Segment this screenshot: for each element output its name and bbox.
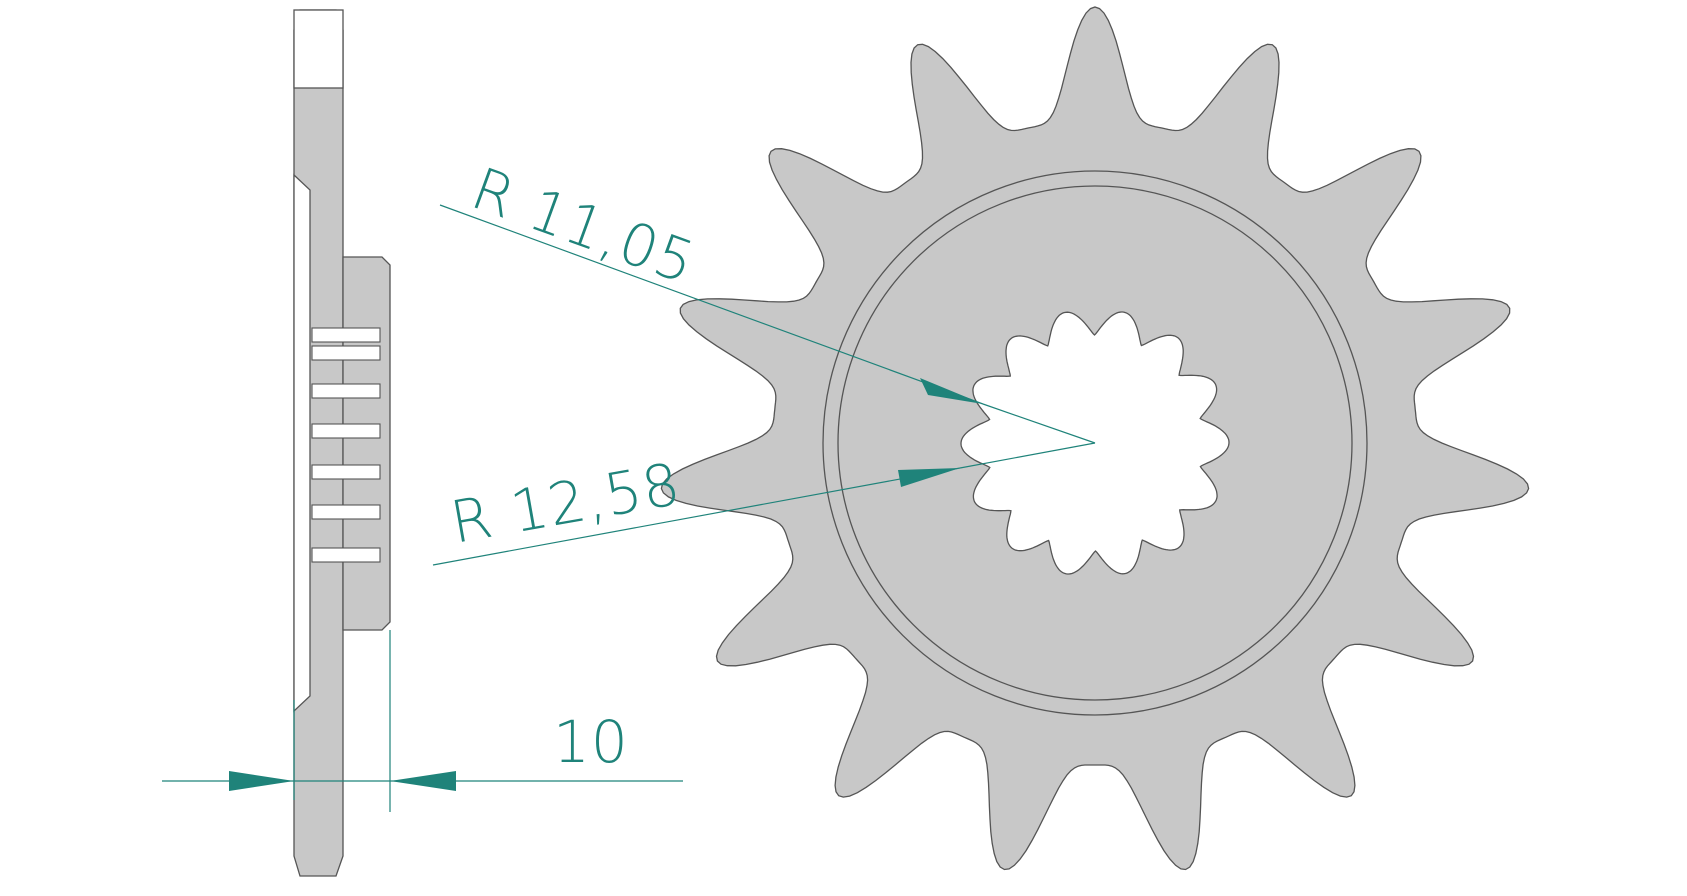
arrow-r1105	[920, 378, 983, 404]
pitch-circle-outer	[822, 170, 1368, 716]
spline-slot	[311, 423, 381, 439]
leader-r1258-center	[959, 442, 1096, 469]
spline-slot	[311, 383, 381, 399]
dim-label-thickness: 10	[553, 708, 629, 776]
leader-r1105	[439, 204, 984, 405]
arrow-thickness-right	[390, 771, 456, 791]
side-view-tooth-tip	[293, 9, 344, 89]
sprocket-body	[660, 6, 1530, 871]
spline-slot	[311, 547, 381, 563]
spline-slot	[311, 345, 381, 361]
spline-slot	[311, 327, 381, 343]
sprocket-front-view	[660, 6, 1530, 871]
pitch-circle-inner	[837, 185, 1353, 701]
side-view-hub	[342, 256, 391, 631]
dim-label-r1105: R 11,05	[463, 154, 704, 297]
spline-slot	[311, 464, 381, 480]
leader-r1105-center	[982, 403, 1096, 444]
leader-r1258	[432, 467, 961, 566]
side-view-recess	[293, 173, 311, 713]
sprocket-side-view	[293, 9, 391, 877]
spline-slot	[311, 504, 381, 520]
arrow-r1258	[898, 468, 960, 487]
arrow-thickness-left	[229, 771, 294, 791]
side-view-spline-slots	[311, 327, 381, 563]
